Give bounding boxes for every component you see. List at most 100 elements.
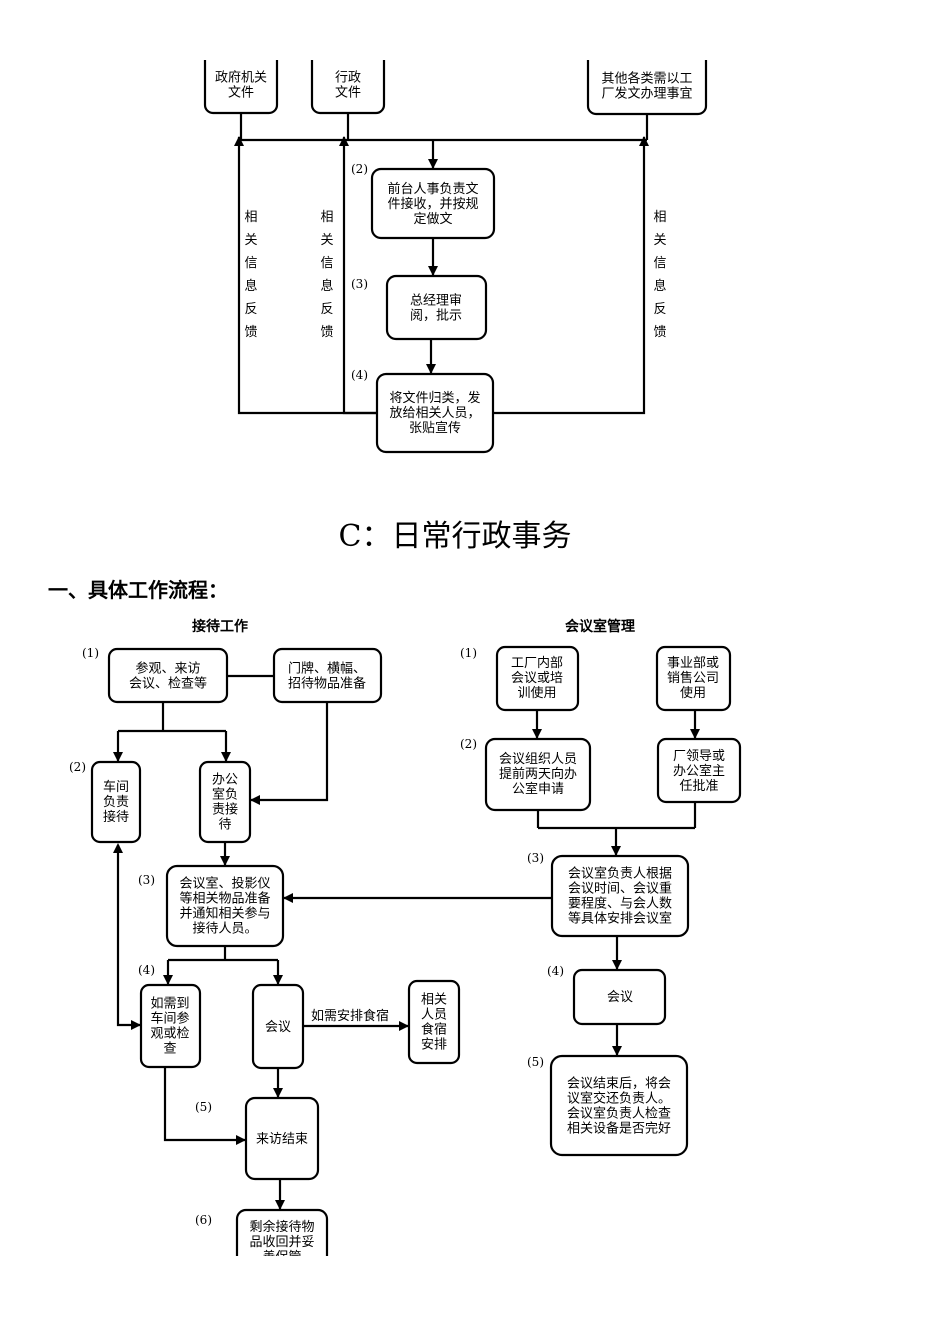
feedback-label-char: 馈: [653, 325, 666, 340]
box-label-line: 销售公司: [667, 670, 719, 686]
feedback-label-char: 关: [653, 233, 666, 248]
box-gm-review: 总经理审阅，批示: [385, 274, 488, 341]
step-number: (1): [82, 646, 99, 660]
box-label-line: 观或检: [150, 1027, 189, 1042]
box-label-line: 责接: [212, 802, 238, 818]
step-number: (5): [195, 1100, 212, 1114]
box-label-line: 如需到: [150, 996, 189, 1012]
feedback-label-right: 相关信息反馈: [653, 210, 666, 340]
box-label: 工厂内部会议或培训使用: [511, 655, 563, 701]
feedback-label-left: 相关信息反馈: [244, 210, 257, 340]
section-subtitle: 一、具体工作流程：: [48, 578, 228, 602]
box-label: 剩余接待物品收回并妥善保管: [249, 1219, 314, 1265]
box-label: 行政文件: [335, 71, 361, 101]
box-label-line: 件接收，并按规: [387, 196, 478, 212]
feedback-label-char: 反: [320, 302, 333, 317]
box-collect: 剩余接待物品收回并妥善保管: [235, 1208, 329, 1265]
feedback-label-char: 反: [244, 302, 257, 317]
box-label-line: 训使用: [517, 685, 556, 701]
box-label-line: 会议室、投影仪: [179, 876, 270, 892]
reception-flow-title: 接待工作: [192, 618, 248, 635]
feedback-label-char: 信: [244, 256, 257, 271]
section-title: C：日常行政事务: [339, 519, 572, 554]
box-label-line: 人员: [421, 1008, 447, 1023]
feedback-label-char: 息: [653, 278, 666, 294]
box-label-line: 会议: [607, 990, 633, 1005]
box-label-line: 阅，批示: [410, 309, 462, 324]
box-handover: 会议结束后，将会议室交还负责人。会议室负责人检查相关设备是否完好: [549, 1054, 689, 1157]
box-label: 政府机关文件: [215, 71, 267, 101]
step-number: (6): [195, 1213, 212, 1227]
box-visit-end: 来访结束: [244, 1096, 320, 1181]
box-label-line: 会议时间、会议重: [568, 881, 672, 897]
step-number: (3): [351, 277, 368, 291]
box-label-line: 任批准: [679, 779, 718, 794]
box-label-line: 安排: [421, 1038, 447, 1053]
box-label-line: 会议、检查等: [129, 676, 207, 692]
box-label-line: 相关: [421, 993, 447, 1008]
box-label-line: 会议: [265, 1020, 291, 1035]
feedback-label-char: 相: [320, 210, 333, 225]
box-label: 事业部或销售公司使用: [667, 656, 719, 701]
box-label-line: 厂领导或: [673, 749, 725, 764]
box-file-distribute: 将文件归类，发放给相关人员，张贴宣传: [375, 372, 495, 454]
step-number: (2): [69, 760, 86, 774]
box-label-line: 招待物品准备: [288, 676, 366, 692]
feedback-label-char: 信: [653, 256, 666, 271]
box-office: 办公室负责接待: [198, 760, 252, 844]
box-label-line: 等具体安排会议室: [568, 911, 672, 927]
box-label-line: 会议室负责人根据: [568, 866, 672, 882]
box-label-line: 政府机关: [215, 71, 267, 86]
box-label-line: 放给相关人员，: [389, 406, 480, 421]
box-label: 相关人员食宿安排: [421, 993, 447, 1053]
meeting-room-flow: 会议室管理 工厂内部会议或培训使用 事业部或销售公司使用 会议组织人员提前两天向…: [283, 618, 742, 1157]
box-label-line: 定做文: [413, 212, 452, 227]
feedback-label-char: 关: [320, 233, 333, 248]
box-meeting: 会议: [251, 983, 305, 1070]
box-label-line: 接待人员。: [192, 921, 257, 937]
box-label: 车间负责接待: [103, 779, 129, 825]
box-label-line: 张贴宣传: [409, 420, 461, 436]
box-label: 门牌、横幅、招待物品准备: [288, 661, 366, 692]
box-label-line: 室负: [212, 787, 238, 803]
feedback-label-char: 关: [244, 233, 257, 248]
step-number: (1): [460, 646, 477, 660]
box-label-line: 总经理审: [410, 294, 462, 309]
box-label-line: 会议结束后，将会: [567, 1077, 671, 1092]
box-label-line: 并通知相关参与: [179, 906, 270, 922]
box-label-line: 等相关物品准备: [179, 891, 270, 907]
box-label-line: 待: [218, 818, 231, 833]
box-label-line: 将文件归类，发: [389, 390, 480, 406]
box-label-line: 查: [163, 1042, 176, 1057]
box-label-line: 提前两天向办: [499, 766, 577, 782]
box-label-line: 文件: [228, 86, 254, 101]
reception-flow: 接待工作 参观、来访会议、检查等 门牌、横幅、招待物品准备 车间负责接待 办公室…: [69, 618, 461, 1265]
box-label-line: 食宿: [421, 1022, 447, 1038]
box-label-line: 使用: [680, 685, 706, 701]
box-label: 前台人事负责文件接收，并按规定做文: [387, 181, 478, 227]
box-label-line: 车间参: [150, 1011, 189, 1027]
box-workshop: 车间负责接待: [90, 760, 142, 844]
step-number: (2): [460, 737, 477, 751]
box-meeting-room-meeting: 会议: [572, 968, 667, 1026]
step-number: (3): [138, 873, 155, 887]
box-label-line: 公室申请: [512, 781, 564, 797]
feedback-label-char: 相: [653, 210, 666, 225]
box-label-line: 工厂内部: [511, 655, 563, 671]
feedback-label-char: 反: [653, 302, 666, 317]
box-signs: 门牌、横幅、招待物品准备: [272, 647, 383, 704]
box-reception-doc: 前台人事负责文件接收，并按规定做文: [370, 167, 496, 240]
feedback-label-char: 息: [244, 278, 257, 294]
box-label: 参观、来访会议、检查等: [129, 661, 207, 692]
box-label-line: 会议组织人员: [499, 752, 577, 767]
step-number: (2): [351, 162, 368, 176]
box-label: 会议组织人员提前两天向办公室申请: [499, 752, 577, 797]
box-internal-use: 工厂内部会议或培训使用: [495, 645, 580, 712]
box-visit: 参观、来访会议、检查等: [107, 647, 229, 704]
box-label: 会议结束后，将会议室交还负责人。会议室负责人检查相关设备是否完好: [567, 1077, 671, 1137]
box-label-line: 办公室主: [673, 763, 725, 779]
feedback-label-char: 馈: [320, 325, 333, 340]
box-label: 办公室负责接待: [212, 773, 238, 833]
box-label-line: 办公: [212, 773, 238, 788]
